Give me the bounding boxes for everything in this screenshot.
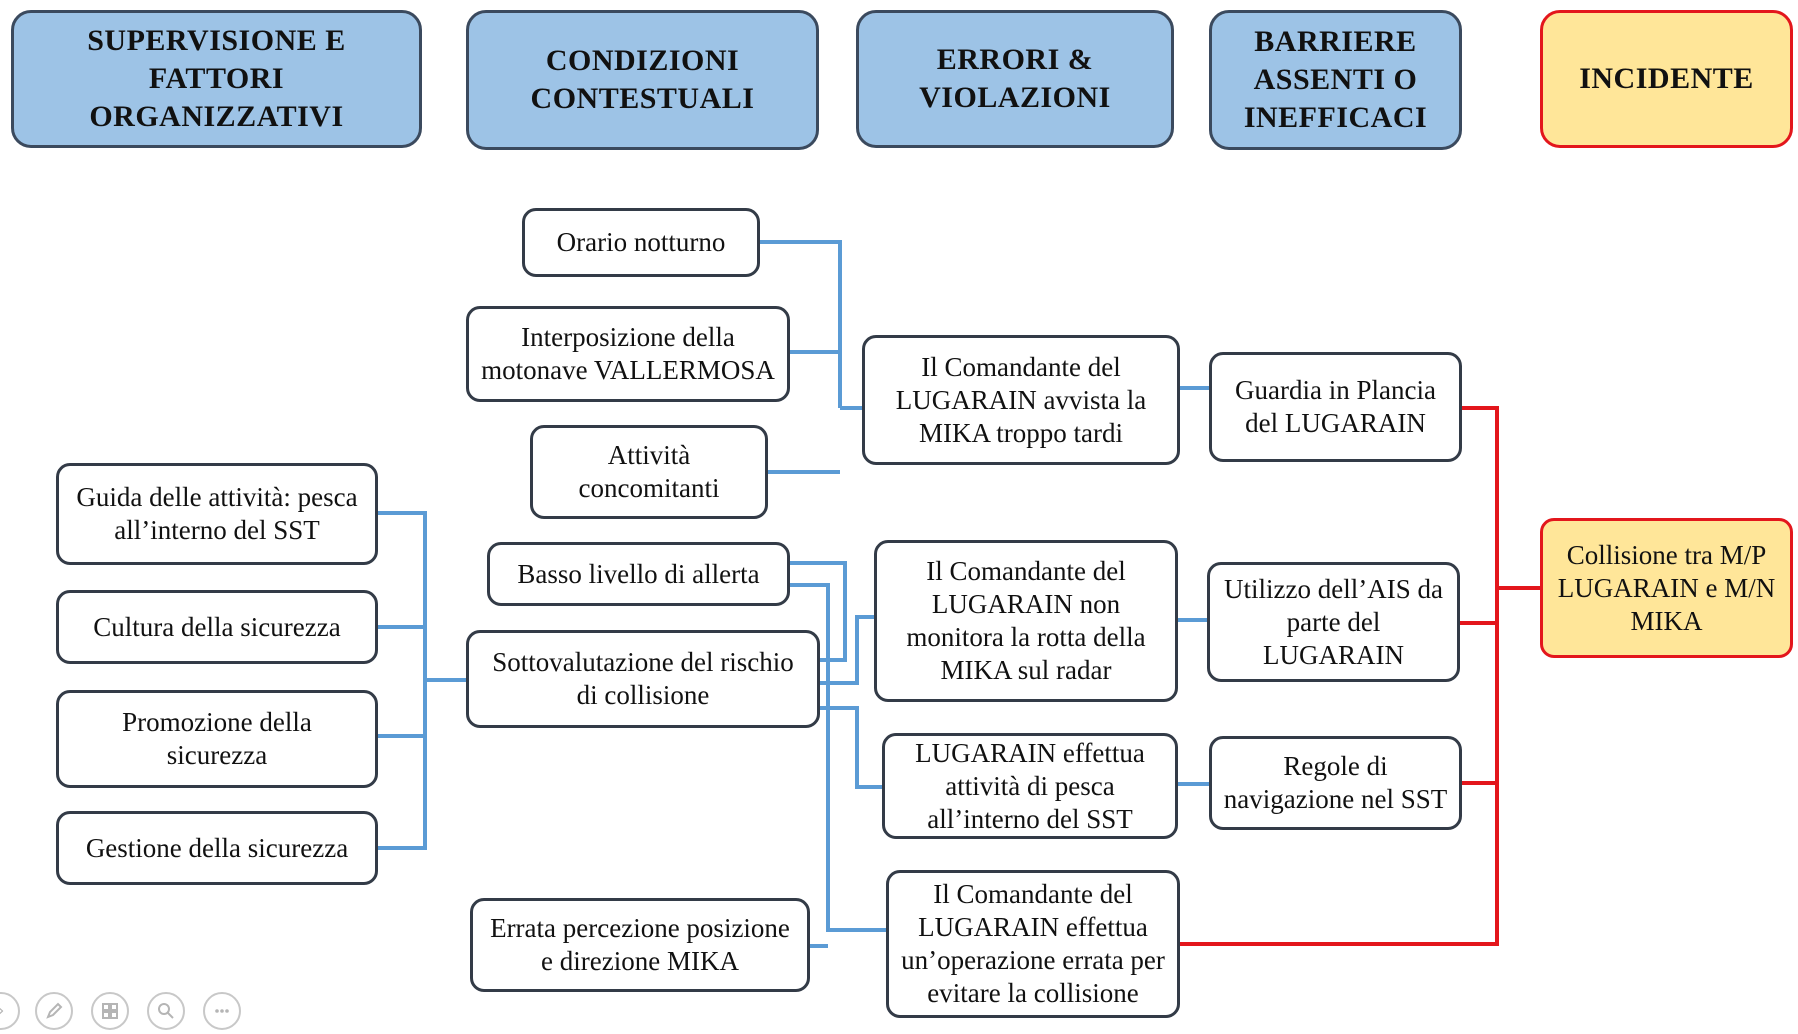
barrier-utilizzo-ais: Utilizzo dell’AIS da parte del LUGARAIN (1207, 562, 1460, 682)
cond-orario-notturno: Orario notturno (522, 208, 760, 277)
cond-basso-livello-allerta: Basso livello di allerta (487, 542, 790, 606)
header-supervision: SUPERVISIONE E FATTORI ORGANIZZATIVI (11, 10, 422, 148)
barrier-regole-navigazione: Regole di navigazione nel SST (1209, 736, 1462, 830)
incident-collisione: Collisione tra M/P LUGARAIN e M/N MIKA (1540, 518, 1793, 658)
header-barriers: BARRIERE ASSENTI O INEFFICACI (1209, 10, 1462, 150)
org-gestione-sicurezza: Gestione della sicurezza (56, 811, 378, 885)
cond-errata-percezione: Errata percezione posizione e direzione … (470, 898, 810, 992)
connector-org-bus (378, 511, 427, 850)
pen-icon[interactable] (35, 992, 73, 1030)
cond-attivita-concomitanti: Attività concomitanti (530, 425, 768, 519)
connector-incident-bus (1180, 406, 1499, 946)
org-cultura-sicurezza: Cultura della sicurezza (56, 590, 378, 664)
cond-interposizione-vallermosa: Interposizione della motonave VALLERMOSA (466, 306, 790, 402)
err-attivita-pesca-sst: LUGARAIN effettua attività di pesca all’… (882, 733, 1178, 839)
zoom-icon[interactable] (147, 992, 185, 1030)
barrier-guardia-plancia: Guardia in Plancia del LUGARAIN (1209, 352, 1462, 462)
arrow-icon[interactable]: › (0, 992, 20, 1030)
slides-icon[interactable] (91, 992, 129, 1030)
connector-basso-to-operazione (790, 583, 888, 932)
header-errors: ERRORI & VIOLAZIONI (856, 10, 1174, 148)
err-non-monitora-radar: Il Comandante del LUGARAIN non monitora … (874, 540, 1178, 702)
connector-conditions-to-radar (820, 615, 876, 685)
org-promozione-sicurezza: Promozione della sicurezza (56, 690, 378, 788)
connector-basso-livello (790, 561, 847, 662)
err-operazione-errata: Il Comandante del LUGARAIN effettua un’o… (886, 870, 1180, 1018)
header-incident: INCIDENTE (1540, 10, 1793, 148)
org-guida-attivita: Guida delle attività: pesca all’interno … (56, 463, 378, 565)
more-icon[interactable] (203, 992, 241, 1030)
header-conditions: CONDIZIONI CONTESTUALI (466, 10, 819, 150)
connector-sottovalutazione-to-pesca (820, 706, 884, 789)
presentation-toolbar: › (0, 990, 260, 1034)
err-avvista-troppo-tardi: Il Comandante del LUGARAIN avvista la MI… (862, 335, 1180, 465)
cond-sottovalutazione-rischio: Sottovalutazione del rischio di collisio… (466, 630, 820, 728)
